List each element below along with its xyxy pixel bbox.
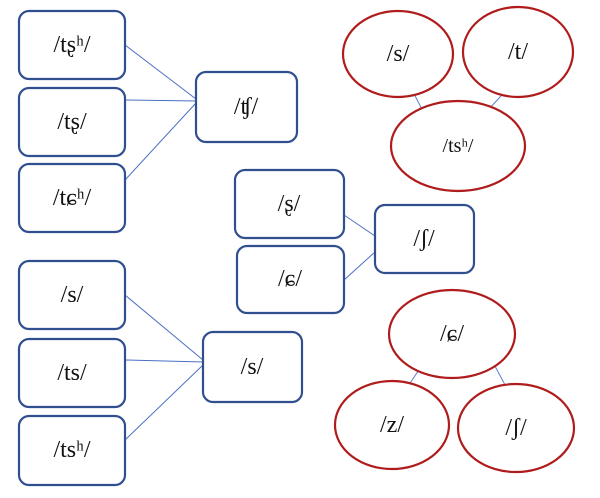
phoneme-box-ts: /ts/ [17,337,127,409]
connector-s-to-s [124,294,204,361]
svg-text:/s/: /s/ [241,354,264,380]
svg-text:/tʂ/: /tʂ/ [57,109,87,135]
phoneme-ellipse-tsh: /tsʰ/ [389,99,527,193]
phoneme-box-esh: /ʃ/ [373,203,476,275]
connector-sh-retroflex-to-esh [343,214,376,237]
svg-text:/s/: /s/ [61,282,84,308]
phoneme-box-tc-aspirated: /tɕʰ/ [17,162,127,234]
connector-ts-retroflex-to-tsh [124,99,197,102]
phoneme-box-tsh-retroflex: /tʂʰ/ [17,9,127,81]
svg-text:/ʃ/: /ʃ/ [505,415,527,441]
svg-text:/ɕ/: /ɕ/ [278,266,302,292]
phoneme-box-tsh: /tsʰ/ [17,414,127,487]
phoneme-ellipse-t: /t/ [461,5,575,99]
phoneme-box-c-curl: /ɕ/ [235,244,346,315]
svg-text:/s/: /s/ [387,41,410,67]
connector-c-curl-to-esh [343,251,376,281]
svg-text:/z/: /z/ [380,412,404,438]
svg-text:/ʂ/: /ʂ/ [278,191,301,217]
svg-text:/tsʰ/: /tsʰ/ [443,135,474,157]
phoneme-box-sh-retroflex: /ʂ/ [233,168,346,240]
phoneme-box-tesh: /ʧ/ [194,70,299,144]
phoneme-box-s-target: /s/ [201,330,304,404]
svg-text:/ɕ/: /ɕ/ [440,321,464,347]
connector-tc-aspirated-to-tsh [124,102,197,181]
phoneme-ellipse-c-curl: /ɕ/ [387,288,517,380]
connector-ts-to-s [124,359,204,363]
connector-tsh-retroflex-to-tsh [124,44,197,100]
phoneme-ellipse-esh: /ʃ/ [456,382,576,474]
phoneme-box-ts-retroflex: /tʂ/ [17,86,127,158]
phoneme-ellipse-s-top: /s/ [341,9,455,99]
connector-tsh-to-s [124,364,204,441]
svg-text:/ʧ/: /ʧ/ [234,94,259,120]
svg-text:/tsʰ/: /tsʰ/ [53,437,90,463]
merge-connectors [124,44,376,441]
svg-text:/t/: /t/ [508,39,528,65]
svg-text:/ʃ/: /ʃ/ [413,226,435,252]
svg-text:/tɕʰ/: /tɕʰ/ [53,185,92,211]
phoneme-ellipse-z: /z/ [333,379,451,471]
svg-text:/ts/: /ts/ [57,360,87,386]
phoneme-box-s: /s/ [17,259,127,331]
svg-text:/tʂʰ/: /tʂʰ/ [53,32,90,58]
